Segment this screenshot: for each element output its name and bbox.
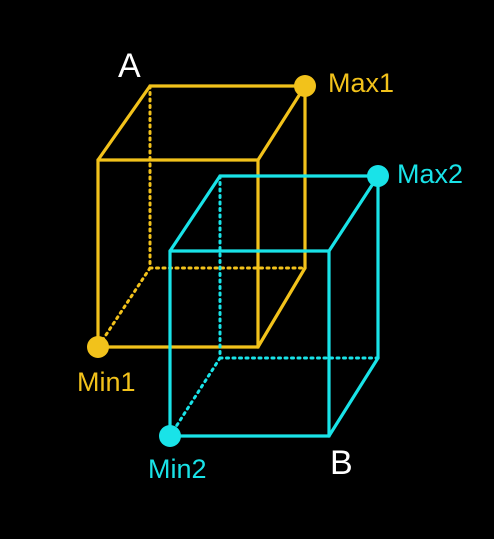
box-a-min-point — [87, 336, 109, 358]
box-b-hidden-edge — [168, 356, 222, 438]
box-b-label: B — [330, 444, 353, 482]
box-a-min-label: Min1 — [77, 367, 136, 397]
box-a — [96, 84, 307, 349]
box-b-min-label: Min2 — [148, 454, 207, 484]
box-b-edge — [327, 356, 380, 438]
box-a-visible-edges — [96, 84, 307, 349]
box-b-visible-edges — [168, 174, 380, 438]
box-a-hidden-edge — [96, 266, 152, 349]
box-a-max-point — [294, 75, 316, 97]
box-a-hidden-edges — [96, 84, 307, 349]
box-b-max-point — [367, 165, 389, 187]
box-b-min-point — [159, 425, 181, 447]
box-b-hidden-edges — [168, 174, 380, 438]
box-b — [168, 174, 380, 438]
box-a-label: A — [118, 47, 141, 85]
box-a-max-label: Max1 — [328, 68, 394, 98]
box-b-max-label: Max2 — [397, 159, 463, 189]
box-a-edge — [256, 266, 307, 349]
